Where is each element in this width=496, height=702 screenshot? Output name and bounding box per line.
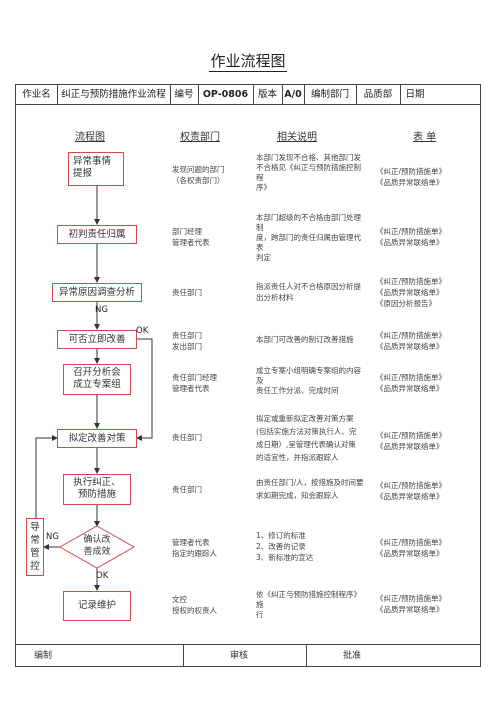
forms-step-7: 《纠正/预防措施单》《品质异常联络单》 [376, 481, 447, 501]
label-ok-2: OK [96, 571, 109, 581]
footer-approved: 批准 [343, 651, 362, 661]
footer-prepared: 编制 [34, 651, 53, 661]
header-divider [15, 104, 481, 105]
footer-divider [15, 644, 481, 645]
forms-step-6: 《纠正/预防措施单》《品质异常联络单》 [376, 431, 447, 451]
col-duty: 权责部门 [180, 132, 220, 143]
forms-step-5: 《纠正/预防措施单》《品质异常联络单》 [376, 373, 447, 393]
duty-step-2: 部门经理管理者代表 [172, 227, 210, 247]
node-cause-analysis: 异常原因调查分析 [52, 283, 142, 302]
header-date-label: 日期 [405, 89, 425, 100]
label-ng-2: NG [46, 532, 59, 542]
desc-step-2: 本部门超级的不合格由部门处理制度，跨部门的责任归属由管理代表判定 [256, 213, 361, 262]
footer-reviewed: 审核 [230, 651, 249, 661]
header-name-label: 作业名 [22, 89, 51, 100]
duty-step-6: 责任部门 [172, 433, 202, 442]
label-ng-1: NG [95, 305, 108, 315]
side-control-box: 导常管控 [26, 518, 44, 576]
duty-step-1: 发现问题的部门（各权责部门） [172, 165, 225, 185]
header-code-label: 编号 [174, 89, 194, 100]
label-ok-1: OK [136, 326, 149, 336]
desc-step-6: 拟定或重新拟定改善对策方案(包括实施方法对策执行人、完成日期）,呈管理代表确认对… [256, 414, 357, 462]
duty-step-8: 管理者代表指定的跟踪人 [172, 538, 217, 558]
header-dept-label: 编制部门 [310, 89, 349, 100]
node-abnormal-report: 异常事情提报 [68, 152, 124, 186]
desc-step-1: 本部门发现不合格、其他部门发不合格见《纠正与预防措施控制程序》 [256, 153, 361, 192]
forms-step-3: 《纠正/预防措施单》《品质异常联络单》《原因分析报告》 [376, 277, 447, 308]
duty-step-3: 责任部门 [172, 288, 202, 297]
header-code-value: OP-0806 [202, 89, 249, 100]
forms-step-2: 《纠正/预防措施单》《品质异常联络单》 [376, 227, 447, 247]
node-execute-measures: 执行纠正、预防措施 [63, 474, 131, 505]
forms-step-1: 《纠正/预防措施单》《品质异常联络单》 [376, 167, 447, 187]
duty-step-5: 责任部门经理管理者代表 [172, 373, 217, 393]
col-forms: 表 单 [413, 132, 437, 143]
desc-step-5: 成立专案小组明确专案组的内容及责任工作分派、完成时间 [256, 366, 361, 395]
node-initial-judgement: 初判责任归属 [57, 225, 137, 244]
node-confirm-effect: 确认改善成效 [83, 535, 111, 557]
col-desc: 相关说明 [277, 132, 317, 143]
duty-step-9: 文控授权的权责人 [172, 595, 217, 615]
forms-step-4: 《纠正/预防措施单》《品质异常联络单》 [376, 331, 447, 351]
header-version-value: A/0 [284, 89, 302, 100]
duty-step-7: 责任部门 [172, 485, 202, 494]
duty-step-4: 责任部门发出部门 [172, 331, 202, 351]
form-frame [15, 84, 481, 667]
desc-step-7: 由责任部门/人，按措施及时间要求如期完成，知会跟踪人 [256, 478, 364, 500]
desc-step-9: 依《纠正与预防措施控制程序》施行 [256, 590, 361, 619]
header-name-value: 纠正与预防措施作业流程 [61, 89, 166, 100]
desc-step-3: 指派责任人对不合格原因分析提出分析材料 [256, 282, 361, 302]
header-dept-value: 品质部 [363, 89, 393, 100]
forms-step-8: 《纠正/预防措施单》《品质异常联络单》 [376, 538, 447, 558]
page-title: 作业流程图 [209, 52, 287, 72]
node-draft-countermeasure: 拟定改善对策 [57, 429, 137, 448]
node-immediate-improve: 可否立即改善 [57, 330, 137, 349]
node-analysis-meeting: 召开分析会成立专案组 [63, 364, 131, 395]
header-version-label: 版本 [257, 89, 277, 100]
desc-step-4: 本部门可改善的制订改善措施 [256, 335, 354, 344]
col-flow: 流程图 [75, 132, 105, 143]
node-record-maintenance: 记录维护 [63, 591, 131, 621]
forms-step-9: 《纠正/预防措施单》《品质异常联络单》 [376, 594, 447, 614]
